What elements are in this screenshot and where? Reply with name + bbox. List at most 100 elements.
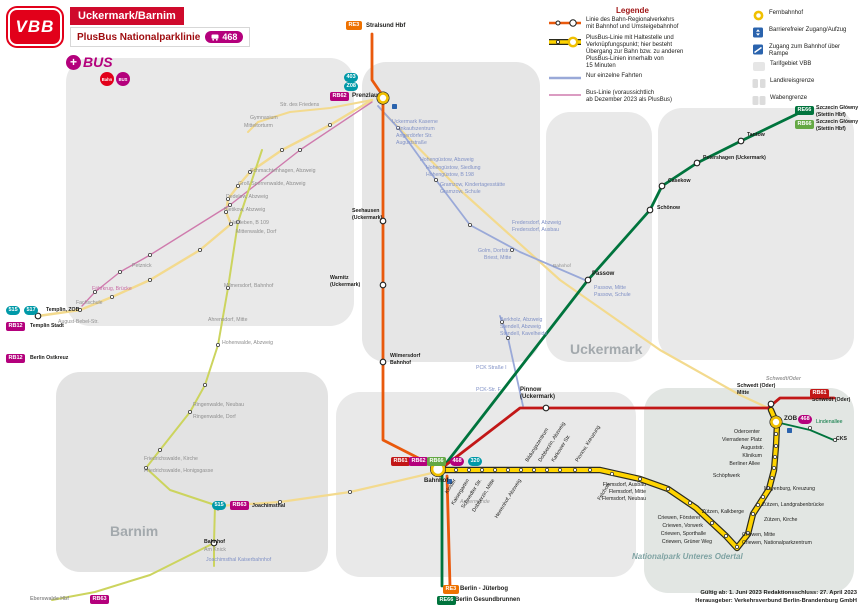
stop-marker <box>235 183 240 188</box>
station-marker <box>214 503 222 511</box>
station-marker <box>34 312 42 320</box>
legend-item: Linie des Bahn-Regionalverkehrs mit Bahn… <box>548 17 748 32</box>
stop-marker <box>545 467 550 472</box>
stop-marker <box>147 252 152 257</box>
stop-marker <box>808 425 813 430</box>
kreis-legend-icon <box>752 78 766 92</box>
stop-marker <box>433 177 438 182</box>
stop-marker <box>761 494 766 499</box>
legend-item-label: PlusBus-Linie mit Haltestelle und Verknü… <box>586 35 684 70</box>
stop-marker <box>505 335 510 340</box>
legend-item: Barrierefreier Zugang/Aufzug <box>752 27 860 41</box>
station-marker <box>737 137 745 145</box>
line-plusbus-city-prenzlau <box>247 99 373 133</box>
stop-marker <box>227 202 232 207</box>
stop-marker <box>147 277 152 282</box>
stop-marker <box>157 447 162 452</box>
stop-marker <box>833 437 838 442</box>
station-marker <box>693 159 701 167</box>
stop-marker <box>773 454 778 459</box>
stop-marker <box>466 467 471 472</box>
stop-marker <box>638 476 643 481</box>
stop-marker <box>247 169 252 174</box>
legend-item-label: Nur einzelne Fahrten <box>586 73 643 80</box>
line-single-trips-prenzlau-passow <box>377 105 586 281</box>
stop-marker <box>588 467 593 472</box>
legend-item: PlusBus-Linie mit Haltestelle und Verknü… <box>548 35 748 70</box>
stop-marker <box>770 475 775 480</box>
stop-marker <box>756 502 761 507</box>
wabe-legend-icon <box>752 95 766 109</box>
stop-marker <box>235 219 240 224</box>
tariff-region <box>658 108 854 360</box>
ramp-legend-icon <box>752 44 765 58</box>
plusbus-logo: + BUS <box>66 54 113 70</box>
hub-ring <box>430 461 446 477</box>
stop-marker <box>532 467 537 472</box>
stop-marker <box>558 467 563 472</box>
page-subtitle: PlusBus Nationalparklinie 468 <box>70 27 251 47</box>
title-block: Uckermark/Barnim PlusBus Nationalparklin… <box>70 6 251 47</box>
legend-item-label: Fernbahnhof <box>769 10 804 16</box>
legend-item: Bus-Linie (voraussichtlich ab Dezember 2… <box>548 90 748 104</box>
rail-legend-icon <box>548 17 582 32</box>
lift-legend-icon <box>752 27 765 41</box>
legend-item: Tarifgebiet VBB <box>752 61 860 75</box>
stop-marker <box>225 285 230 290</box>
stop-marker <box>277 499 282 504</box>
legend-item: Landkreisgrenze <box>752 78 860 92</box>
fern-legend-icon <box>752 10 765 24</box>
stop-marker <box>143 465 148 470</box>
stop-marker <box>774 443 779 448</box>
tariff-region <box>644 388 854 593</box>
single-legend-icon <box>548 73 582 86</box>
legend-item: Zugang zum Bahnhof über Rampe <box>752 44 860 58</box>
page-title: Uckermark/Barnim <box>70 7 184 25</box>
stop-marker <box>215 342 220 347</box>
legend-item-label: Linie des Bahn-Regionalverkehrs mit Bahn… <box>586 17 679 31</box>
tariff-region <box>362 62 540 362</box>
plusbus-legend-icon <box>548 35 582 52</box>
stop-marker <box>197 247 202 252</box>
bus-badge: BUS <box>116 72 130 86</box>
hub-ring <box>377 92 389 104</box>
station-marker <box>379 217 387 225</box>
stop-marker <box>453 467 458 472</box>
imprint: Gültig ab: 1. Juni 2023 Redaktionsschlus… <box>695 590 857 606</box>
stop-marker <box>78 307 83 312</box>
stop-marker <box>774 431 779 436</box>
stop-marker <box>225 196 230 201</box>
tariff-region <box>56 372 328 572</box>
legend-item: Fernbahnhof <box>752 10 860 24</box>
stop-marker <box>519 467 524 472</box>
stop-marker <box>110 294 115 299</box>
legend-item-label: Landkreisgrenze <box>770 78 815 85</box>
stop-marker <box>499 319 504 324</box>
stop-marker <box>187 409 192 414</box>
legend-item-label: Zugang zum Bahnhof über Rampe <box>769 44 841 58</box>
plus-icon: + <box>66 54 81 70</box>
tarif-legend-icon <box>752 61 766 75</box>
plusbus-wordmark: BUS <box>83 54 113 70</box>
stop-marker <box>467 222 472 227</box>
stop-marker <box>479 467 484 472</box>
stop-marker <box>724 534 729 539</box>
stop-marker <box>610 471 615 476</box>
bus-icon <box>211 34 219 41</box>
stop-marker <box>492 467 497 472</box>
product-name: PlusBus Nationalparklinie <box>77 31 201 43</box>
station-marker <box>210 539 218 547</box>
hub-ring <box>770 416 782 428</box>
accessibility-icon <box>447 479 452 484</box>
stop-marker <box>118 269 123 274</box>
stop-marker <box>223 209 228 214</box>
stop-marker <box>505 467 510 472</box>
line-number-badge: 468 <box>205 31 244 43</box>
stop-marker <box>735 545 740 550</box>
mode-badges: Bahn BUS <box>100 72 130 86</box>
future-legend-icon <box>548 90 582 103</box>
station-marker <box>379 358 387 366</box>
